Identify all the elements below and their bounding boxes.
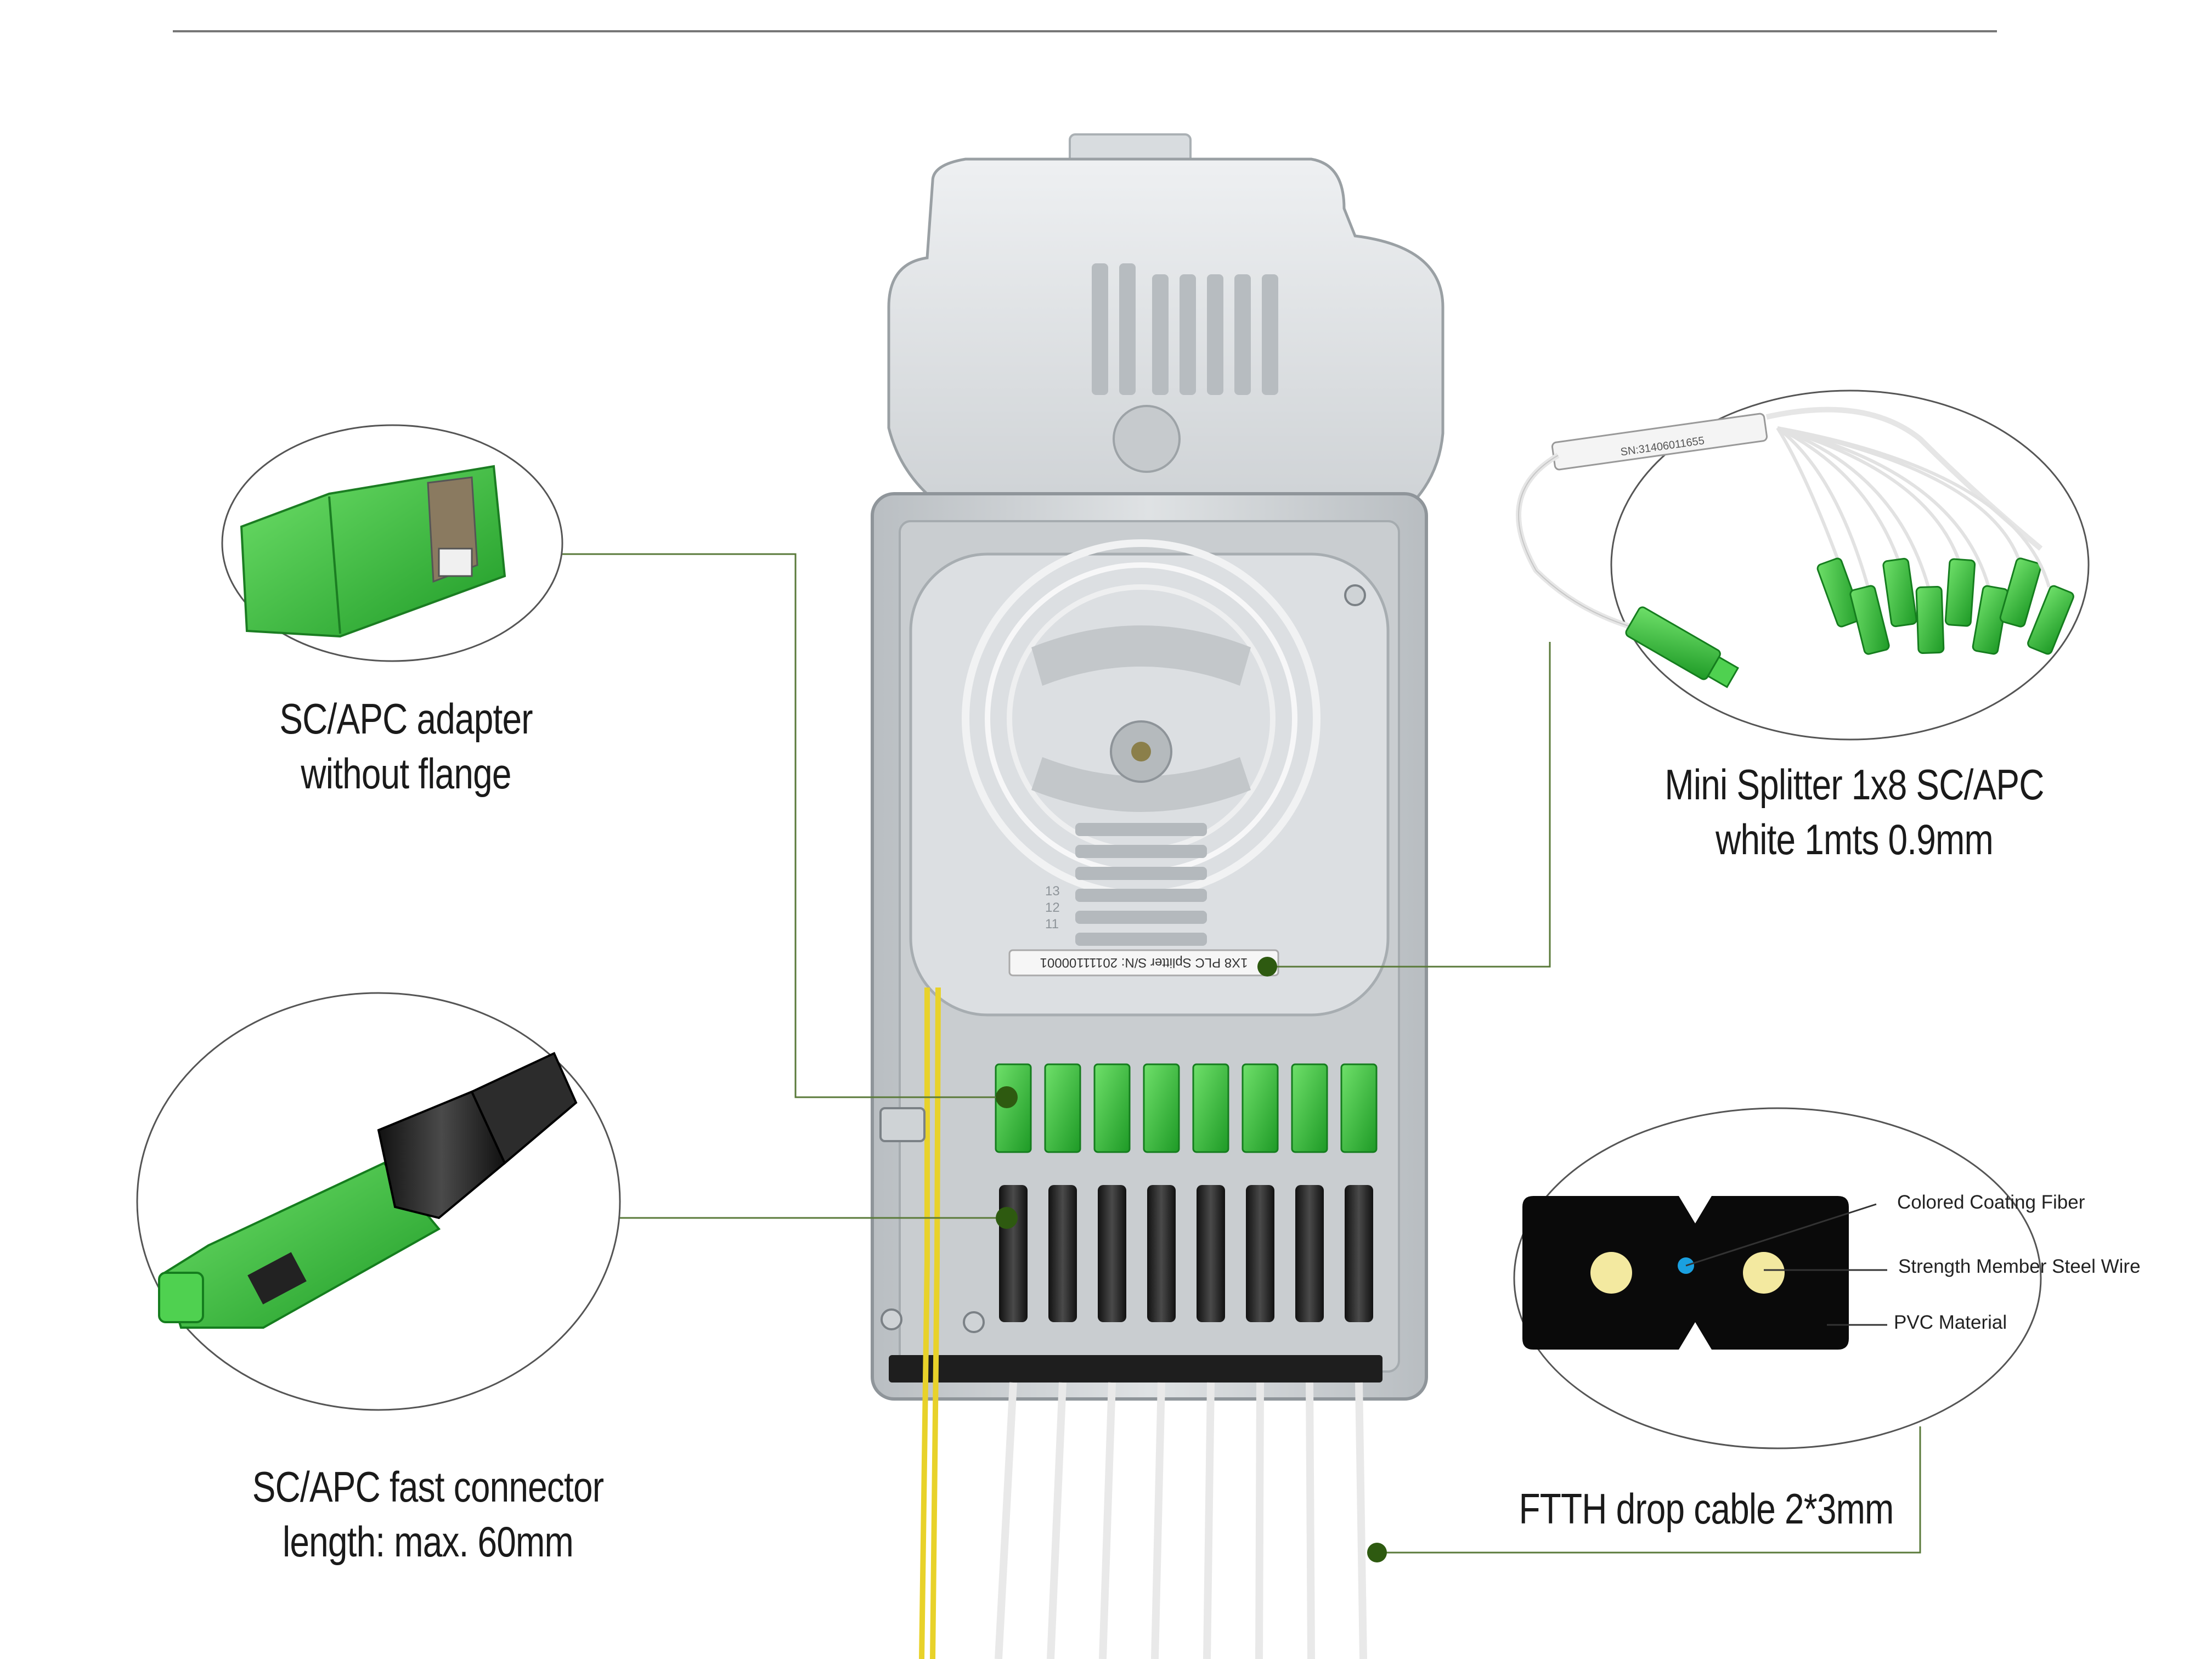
sc-apc-adapter [1093,1063,1131,1153]
drop-cable [1255,1382,1264,1659]
fast-connector-label-line2: length: max. 60mm [283,1517,574,1566]
screw [879,584,1366,1333]
sc-apc-fast-connector-icon [158,1052,578,1329]
fast-connector-callout [136,992,621,1411]
adapter-port [1044,1063,1081,1322]
fast-connector-label: SC/APC fast connector length: max. 60mm [225,1459,630,1569]
sc-apc-adapter-icon [240,465,506,638]
drop-cable [1099,1382,1116,1659]
splitter-tag [1008,949,1279,977]
legend-colored-coating-fiber: Colored Coating Fiber [1897,1192,2085,1213]
tray-number: 12 [1045,900,1060,915]
fast-connector [1098,1185,1126,1322]
splitter-leader [1267,642,1551,968]
fast-connector [1295,1185,1324,1322]
sc-apc-adapter [995,1063,1032,1153]
splitter-tag-text: 1X8 PLC Splitter S/N: 20111100001 [1040,955,1248,970]
sc-apc-adapter [1242,1063,1279,1153]
drop-cable [995,1382,1017,1659]
drop-cable-cross-section-icon [1522,1196,1849,1350]
splitter-leg-connector [1776,426,1945,654]
splitter-leg-connector [1777,426,1976,627]
adapter-leader-dot [996,1086,1018,1108]
adapter-callout [221,424,563,662]
adapter-row [995,1063,1378,1322]
drop-cable-label-title: FTTH drop cable 2*3mm [1519,1485,1894,1533]
adapter-port [1192,1063,1229,1322]
sc-apc-adapter [1291,1063,1328,1153]
adapter-port [1242,1063,1279,1322]
splitter-label-line2: white 1mts 0.9mm [1716,815,1994,864]
legend-strength-member-steel-wire: Strength Member Steel Wire [1898,1256,2141,1277]
adapter-leader [549,553,1004,1098]
cable-clamp-bar [889,1355,1383,1383]
drop-cable [1047,1382,1066,1659]
feeder-cable [919,987,941,1659]
fast-connector [999,1185,1028,1322]
fast-connector-leader-dot [996,1207,1018,1229]
drop-cable-callout: Colored Coating Fiber Strength Member St… [1513,1107,2141,1449]
adapter-label: SC/APC adapter without flange [267,691,545,801]
splice-tray: 13 12 11 1X8 PLC Splitter S/N: 201111000… [909,539,1390,1017]
leader-dots [996,957,1387,1562]
splitter-leg-connector [1776,426,1917,628]
steel-wire-right [1743,1252,1785,1294]
drop-cable-leader [1377,1426,1921,1554]
leader-lines [549,553,1921,1554]
tray-number: 13 [1045,884,1060,899]
adapter-port [1143,1063,1180,1322]
splitter-leg-connector [1777,426,2074,655]
drop-cable-leader-dot [1367,1543,1387,1562]
adapter-port [1093,1063,1131,1322]
drop-cable [1203,1382,1215,1659]
splitter-leader-dot [1257,957,1277,977]
fast-connector-label-line1: SC/APC fast connector [252,1463,604,1511]
adapter-port [1291,1063,1328,1322]
sc-apc-adapter [1044,1063,1081,1153]
fast-connector [1197,1185,1225,1322]
drop-cable-label: FTTH drop cable 2*3mm [1504,1481,1909,1536]
fast-connector [1147,1185,1176,1322]
sc-apc-adapter [1143,1063,1180,1153]
splitter-leg-connector [1776,427,1863,628]
steel-wire-left [1590,1252,1632,1294]
adapter-label-line1: SC/APC adapter [279,695,533,743]
sc-apc-adapter [1192,1063,1229,1153]
splitter-label: Mini Splitter 1x8 SC/APC white 1mts 0.9m… [1638,757,2070,867]
drop-cable [1306,1382,1315,1659]
drop-cable-legend-lines [1685,1203,1887,1326]
adapter-port [1340,1063,1378,1322]
splitter-callout: SN:31406011655 [1516,390,2090,741]
drop-cable [1151,1382,1165,1659]
drop-cable [1355,1382,1367,1659]
fast-connector [1246,1185,1274,1322]
fast-connector [1048,1185,1077,1322]
drop-cables [995,1382,1367,1659]
legend-pvc-material: PVC Material [1894,1312,2007,1333]
mini-splitter-icon: SN:31406011655 [1516,407,2074,689]
tray-number: 11 [1045,917,1059,932]
box-lid [887,133,1444,528]
distribution-box: 13 12 11 1X8 PLC Splitter S/N: 201111000… [871,133,1444,1659]
splitter-label-line1: Mini Splitter 1x8 SC/APC [1664,760,2044,809]
sc-apc-adapter [1340,1063,1378,1153]
fast-connector [1345,1185,1373,1322]
adapter-label-line2: without flange [301,749,511,798]
splitter-leg-connector [1776,426,1890,655]
